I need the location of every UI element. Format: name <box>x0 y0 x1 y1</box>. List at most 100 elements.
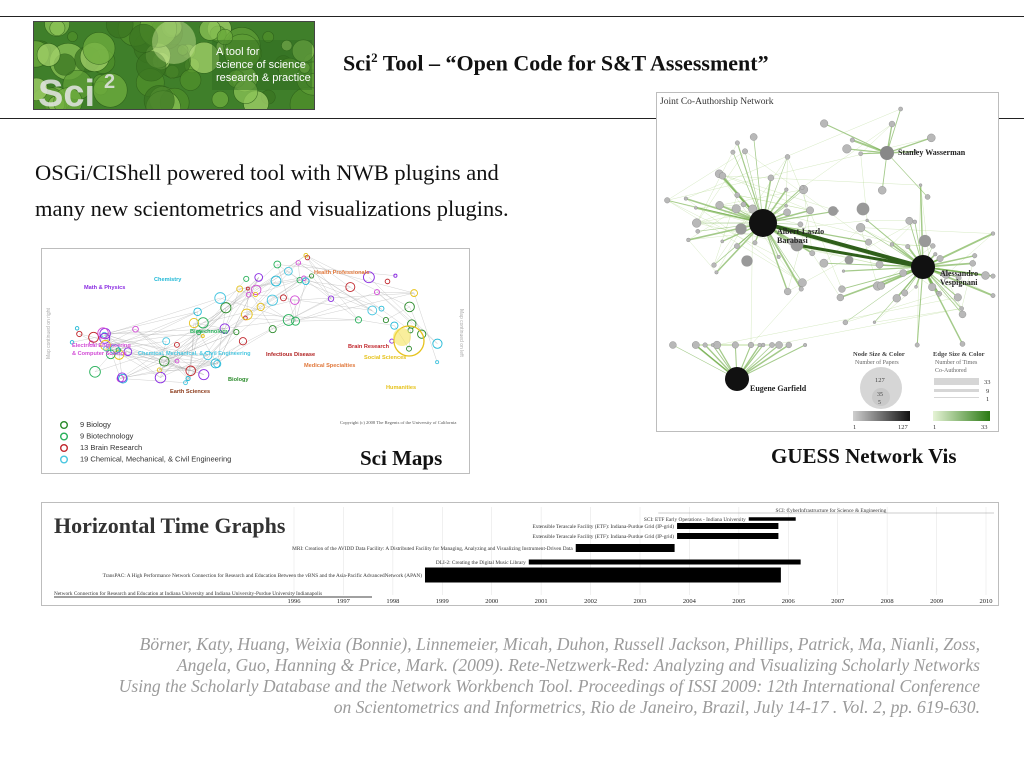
legend-edge-value-3: 1 <box>986 396 989 403</box>
time-graph-year-tick: 1999 <box>436 598 449 605</box>
time-graph-year-tick: 2001 <box>535 598 548 605</box>
header-rule-bottom <box>0 118 1024 119</box>
time-graph-caption: Horizontal Time Graphs <box>54 513 286 538</box>
time-graph-bar <box>575 544 675 552</box>
time-graph-year-tick: 2010 <box>980 598 993 605</box>
citation-line-4: on Scientometrics and Informetrics, Rio … <box>333 697 980 717</box>
sci-map-label: Earth Sciences <box>170 389 210 395</box>
logo-brand-sup: 2 <box>104 71 115 93</box>
network-visual: Joint Co-Authorship Network Stanley Wass… <box>660 97 996 431</box>
time-graph-bar <box>528 559 801 565</box>
legend-node-max: 127 <box>898 424 909 431</box>
legend-node-sub: Number of Papers <box>855 359 899 366</box>
legend-circle-icon <box>60 455 69 464</box>
sci2-logo: A tool for science of science research &… <box>33 21 315 110</box>
sci-map-label: & Computer Science <box>72 351 127 357</box>
header-rule-top <box>0 16 1024 17</box>
sci-map-side-left: Map continued on right <box>46 308 52 359</box>
logo-line-1: A tool for <box>216 46 260 58</box>
time-graph-bar <box>748 517 796 521</box>
legend-node-min: 1 <box>853 424 856 431</box>
legend-node-gradient <box>853 411 910 421</box>
subtitle-line-1: OSGi/CIShell powered tool with NWB plugi… <box>35 160 499 185</box>
time-graph-bar-label: Extensible Terascale Facility (ETF): Ind… <box>532 523 674 530</box>
subtitle-line-2: many new scientometrics and visualizatio… <box>35 196 509 221</box>
guess-network-caption: GUESS Network Vis <box>771 444 957 468</box>
network-hub-label: Alessandro <box>940 269 978 278</box>
legend-circle-icon <box>60 432 69 441</box>
network-hub-node <box>725 367 749 391</box>
legend-node-value-3: 5 <box>878 400 881 406</box>
time-graph-bar-label: TransPAC: A High Performance Network Con… <box>103 572 423 579</box>
time-graph-bar-label: SCI: ETF Early Operations - Indiana Univ… <box>644 517 746 523</box>
sci-map-label: Humanities <box>386 385 416 391</box>
network-nodes <box>664 106 996 350</box>
logo-line-3: research & practice <box>216 72 311 84</box>
logo-bubble-pattern-icon <box>34 22 314 109</box>
time-graph-year-tick: 1996 <box>288 598 302 605</box>
time-graph-bar-label: SCI: CyberInfrastructure for Science & E… <box>776 507 887 514</box>
sci-map-label: Math & Physics <box>84 285 125 291</box>
time-graph-year-tick: 1997 <box>337 598 351 605</box>
citation-line-1: Börner, Katy, Huang, Weixia (Bonnie), Li… <box>139 634 980 654</box>
time-graph-bar <box>424 567 781 583</box>
legend-node-value-1: 127 <box>875 377 886 384</box>
page-title: Sci2 Tool – “Open Code for S&T Assessmen… <box>343 50 769 76</box>
citation: Börner, Katy, Huang, Weixia (Bonnie), Li… <box>40 634 980 718</box>
legend-edge-bar-medium <box>934 389 979 392</box>
sci-map-legend-item: 19 Chemical, Mechanical, & Civil Enginee… <box>80 455 231 464</box>
legend-edge-gradient <box>933 411 990 421</box>
network-hub-node <box>911 255 935 279</box>
sci-map-label: Chemical, Mechanical, & Civil Engineerin… <box>138 351 251 357</box>
logo-line-2: science of science <box>216 59 306 71</box>
sci-map-label: Biology <box>228 377 249 383</box>
sci-map-edges <box>72 255 438 383</box>
guess-network-image: Joint Co-Authorship Network Stanley Wass… <box>656 92 999 432</box>
sci-map-legend-item: 9 Biotechnology <box>80 432 134 441</box>
time-graph-bar-label: MRI: Creation of the AVIDD Data Facility… <box>292 545 573 552</box>
sci-map-label: Health Professionals <box>314 270 369 276</box>
legend-edge-value-1: 33 <box>984 379 991 386</box>
title-part-2: Tool – “Open Code for S&T Assessment” <box>377 50 769 76</box>
time-graph-visual: SCI: CyberInfrastructure for Science & E… <box>54 507 994 605</box>
legend-edge-sub-2: Co-Authored <box>935 368 967 374</box>
legend-edge-bar-large <box>934 378 979 385</box>
sci-maps-caption: Sci Maps <box>360 446 443 470</box>
sci-map-label: Social Sciences <box>364 355 406 361</box>
time-graph-bar <box>677 533 779 539</box>
time-graph-year-tick: 2000 <box>485 598 498 605</box>
legend-edge-sub-1: Number of Times <box>935 359 978 366</box>
time-graph-year-tick: 2009 <box>930 598 943 605</box>
network-title: Joint Co-Authorship Network <box>660 97 774 107</box>
sci-map-label: Biotechnology <box>190 329 230 335</box>
network-hub-label: Albert-Laszlo <box>777 227 824 236</box>
sci-map-legend-item: 13 Brain Research <box>80 443 142 452</box>
sci-map-nodes <box>69 252 443 386</box>
sci-map-label: Medical Specialties <box>304 363 355 369</box>
citation-line-2: Angela, Guo, Hanning & Price, Mark. (200… <box>176 655 980 675</box>
legend-edge-bar-small <box>934 397 979 398</box>
time-graph-bar-label: DLI-2: Creating the Digital Music Librar… <box>436 560 526 566</box>
time-graph-year-tick: 2007 <box>831 598 845 605</box>
network-hub-node <box>880 146 894 160</box>
sci-map-label: Infectious Disease <box>266 352 315 358</box>
network-hub-label: Vespignani <box>940 278 978 287</box>
network-legend: Node Size & Color Number of Papers 127 3… <box>853 351 991 431</box>
horizontal-time-graph-image: SCI: CyberInfrastructure for Science & E… <box>41 502 999 606</box>
sci-map-side-right: Map continued on left <box>458 309 464 357</box>
subtitle: OSGi/CIShell powered tool with NWB plugi… <box>35 155 635 227</box>
sci-map-label: Brain Research <box>348 344 390 350</box>
time-graph-bar <box>677 523 779 529</box>
network-hub-label: Eugene Garfield <box>750 384 807 393</box>
time-graph-year-tick: 2005 <box>732 598 745 605</box>
sci-map-legend-item: 9 Biology <box>80 420 111 429</box>
legend-node-circle-medium <box>872 388 890 406</box>
time-graph-year-tick: 2008 <box>881 598 894 605</box>
logo-brand: Sci <box>38 73 95 110</box>
legend-circle-icon <box>60 420 69 429</box>
network-hub-label: Stanley Wasserman <box>898 148 966 157</box>
legend-node-title: Node Size & Color <box>853 351 905 358</box>
